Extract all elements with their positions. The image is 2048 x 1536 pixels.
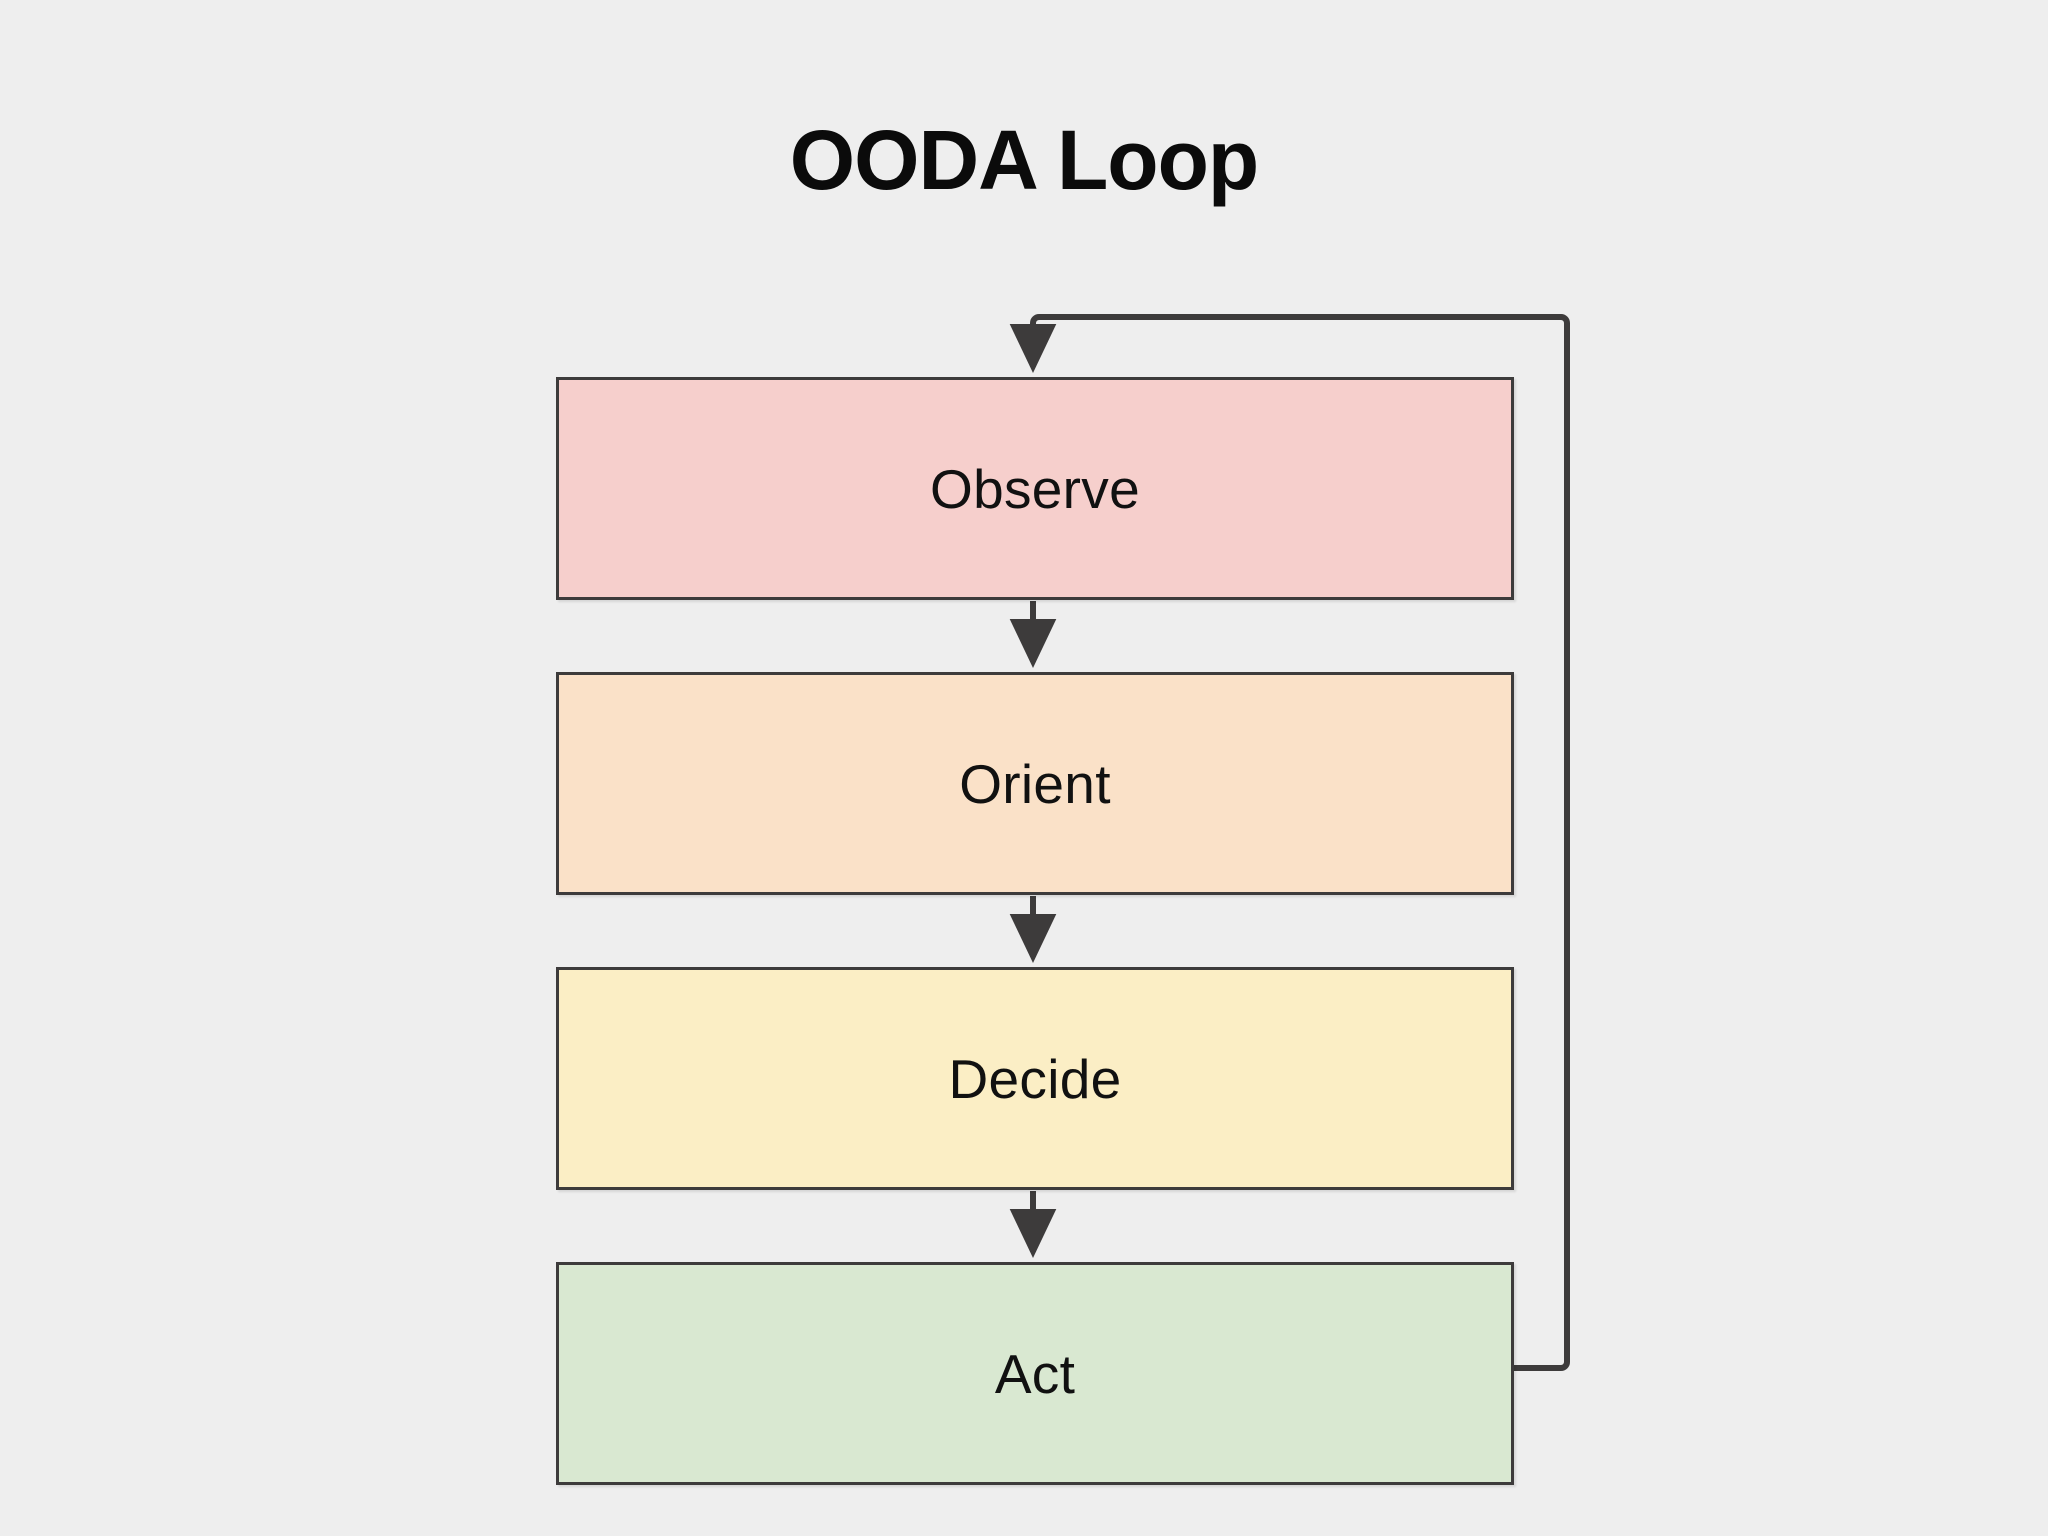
flow-node-decide[interactable]: Decide — [556, 967, 1514, 1190]
page-title: OODA Loop — [789, 113, 1259, 207]
flow-node-orient[interactable]: Orient — [556, 672, 1514, 895]
flow-node-decide-label: Decide — [948, 1047, 1122, 1110]
flow-node-act-label: Act — [994, 1342, 1076, 1405]
flow-node-observe-label: Observe — [930, 457, 1140, 520]
flow-node-act[interactable]: Act — [556, 1262, 1514, 1485]
flow-node-observe[interactable]: Observe — [556, 377, 1514, 600]
flow-node-orient-label: Orient — [959, 752, 1111, 815]
